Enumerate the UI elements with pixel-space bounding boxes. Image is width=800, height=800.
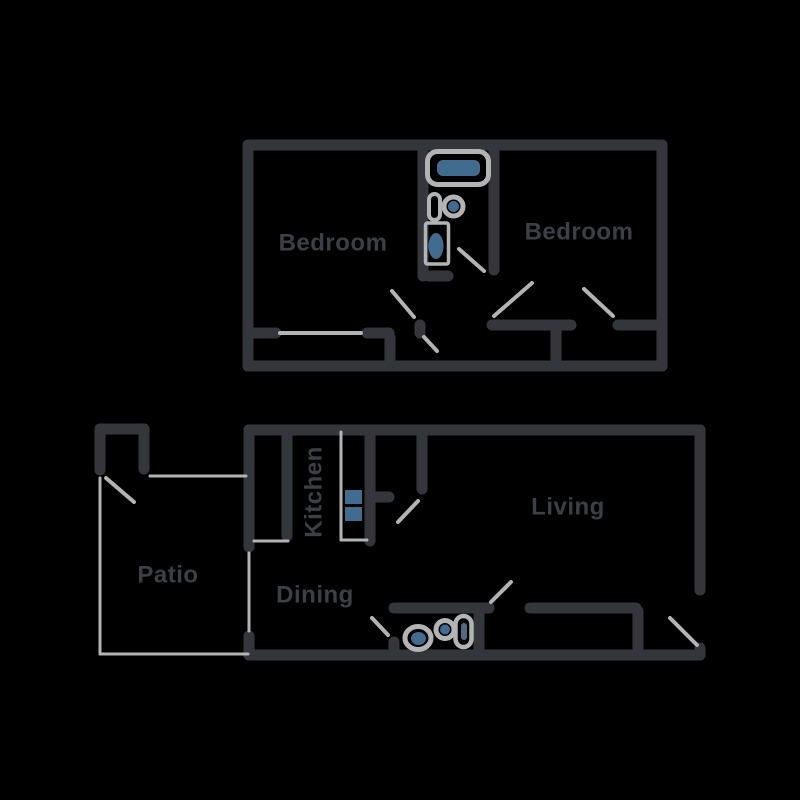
door-swing bbox=[396, 499, 420, 524]
toilet-icon bbox=[402, 624, 434, 652]
room-label-kitchen: Kitchen bbox=[300, 446, 327, 538]
kitchen-fixtures bbox=[345, 490, 362, 521]
door-swing bbox=[489, 580, 513, 604]
door-swing bbox=[492, 281, 534, 318]
room-label-dining: Dining bbox=[276, 581, 354, 608]
lower-bathroom-fixtures bbox=[402, 613, 474, 652]
door-swing bbox=[104, 476, 136, 504]
room-label-patio: Patio bbox=[137, 561, 198, 588]
stove-icon bbox=[345, 490, 362, 521]
upper-floor: Bedroom Bedroom bbox=[242, 139, 668, 372]
room-label-bedroom-right: Bedroom bbox=[525, 218, 634, 245]
room-label-living: Living bbox=[531, 493, 605, 520]
lower-floor-openings bbox=[104, 430, 699, 647]
toilet-icon bbox=[423, 221, 451, 266]
door-swing-entry bbox=[668, 616, 699, 647]
sink-icon bbox=[433, 618, 457, 641]
door-swing bbox=[582, 287, 615, 318]
bathtub-icon bbox=[425, 149, 491, 187]
upper-floor-walls bbox=[242, 139, 668, 372]
door-swing bbox=[457, 247, 486, 273]
room-label-bedroom-left: Bedroom bbox=[279, 229, 388, 256]
upper-floor-openings bbox=[278, 247, 615, 353]
door-swing bbox=[390, 289, 416, 319]
lower-floor: Kitchen Living Dining Patio bbox=[94, 423, 706, 661]
door-swing bbox=[370, 616, 390, 637]
lower-floor-walls bbox=[243, 424, 706, 661]
upper-bathroom-fixtures bbox=[423, 149, 491, 266]
vanity-icon bbox=[427, 192, 442, 222]
sink-icon bbox=[441, 194, 466, 219]
door-swing bbox=[422, 335, 439, 353]
patio-structure bbox=[94, 423, 251, 656]
cistern-icon bbox=[453, 613, 474, 650]
